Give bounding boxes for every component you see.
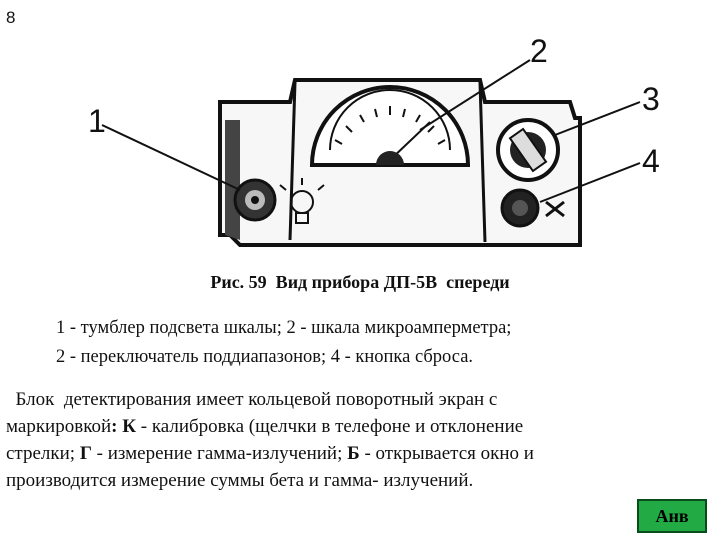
body-text: - измерение гамма-излучений; xyxy=(91,443,348,464)
body-text: - открывается окно и xyxy=(359,443,534,464)
range-switch xyxy=(496,118,560,182)
marker-k: : К xyxy=(111,416,136,437)
legend-line: 2 - переключатель поддиапазонов; 4 - кно… xyxy=(56,347,474,367)
backlight-toggle xyxy=(233,178,277,222)
nav-button[interactable]: Анв xyxy=(637,499,707,533)
callout-4: 4 xyxy=(642,143,660,179)
callout-2: 2 xyxy=(530,33,548,69)
body-text: стрелки; xyxy=(6,443,80,464)
body-line: Блок детектирования имеет кольцевой пово… xyxy=(6,386,696,413)
device-illustration: 1 2 3 4 xyxy=(88,33,660,247)
bulb-icon xyxy=(279,178,325,224)
legend-line: 1 - тумблер подсвета шкалы; 2 - шкала ми… xyxy=(56,318,512,338)
page-number: 8 xyxy=(6,8,16,27)
body-text: производится измерение суммы бета и гамм… xyxy=(6,470,474,491)
reset-button xyxy=(500,188,565,228)
meter-scale xyxy=(309,85,471,167)
body-text: Блок детектирования имеет кольцевой пово… xyxy=(6,389,498,410)
marker-g: Г xyxy=(79,443,92,464)
callout-1: 1 xyxy=(88,103,106,139)
body-line: стрелки; Г - измерение гамма-излучений; … xyxy=(6,440,696,467)
marker-b: Б xyxy=(347,443,360,464)
figure-caption: Рис. 59 Вид прибора ДП-5В спереди xyxy=(210,272,510,292)
body-paragraph: Блок детектирования имеет кольцевой пово… xyxy=(6,386,696,494)
body-text: - калибровка (щелчки в телефоне и отклон… xyxy=(136,416,524,437)
body-text: маркировкой xyxy=(6,416,112,437)
figure-legend: 1 - тумблер подсвета шкалы; 2 - шкала ми… xyxy=(56,314,511,372)
callout-3: 3 xyxy=(642,81,660,117)
device-body-shading xyxy=(225,120,240,240)
body-line: производится измерение суммы бета и гамм… xyxy=(6,467,696,494)
body-line: маркировкой: К - калибровка (щелчки в те… xyxy=(6,413,696,440)
